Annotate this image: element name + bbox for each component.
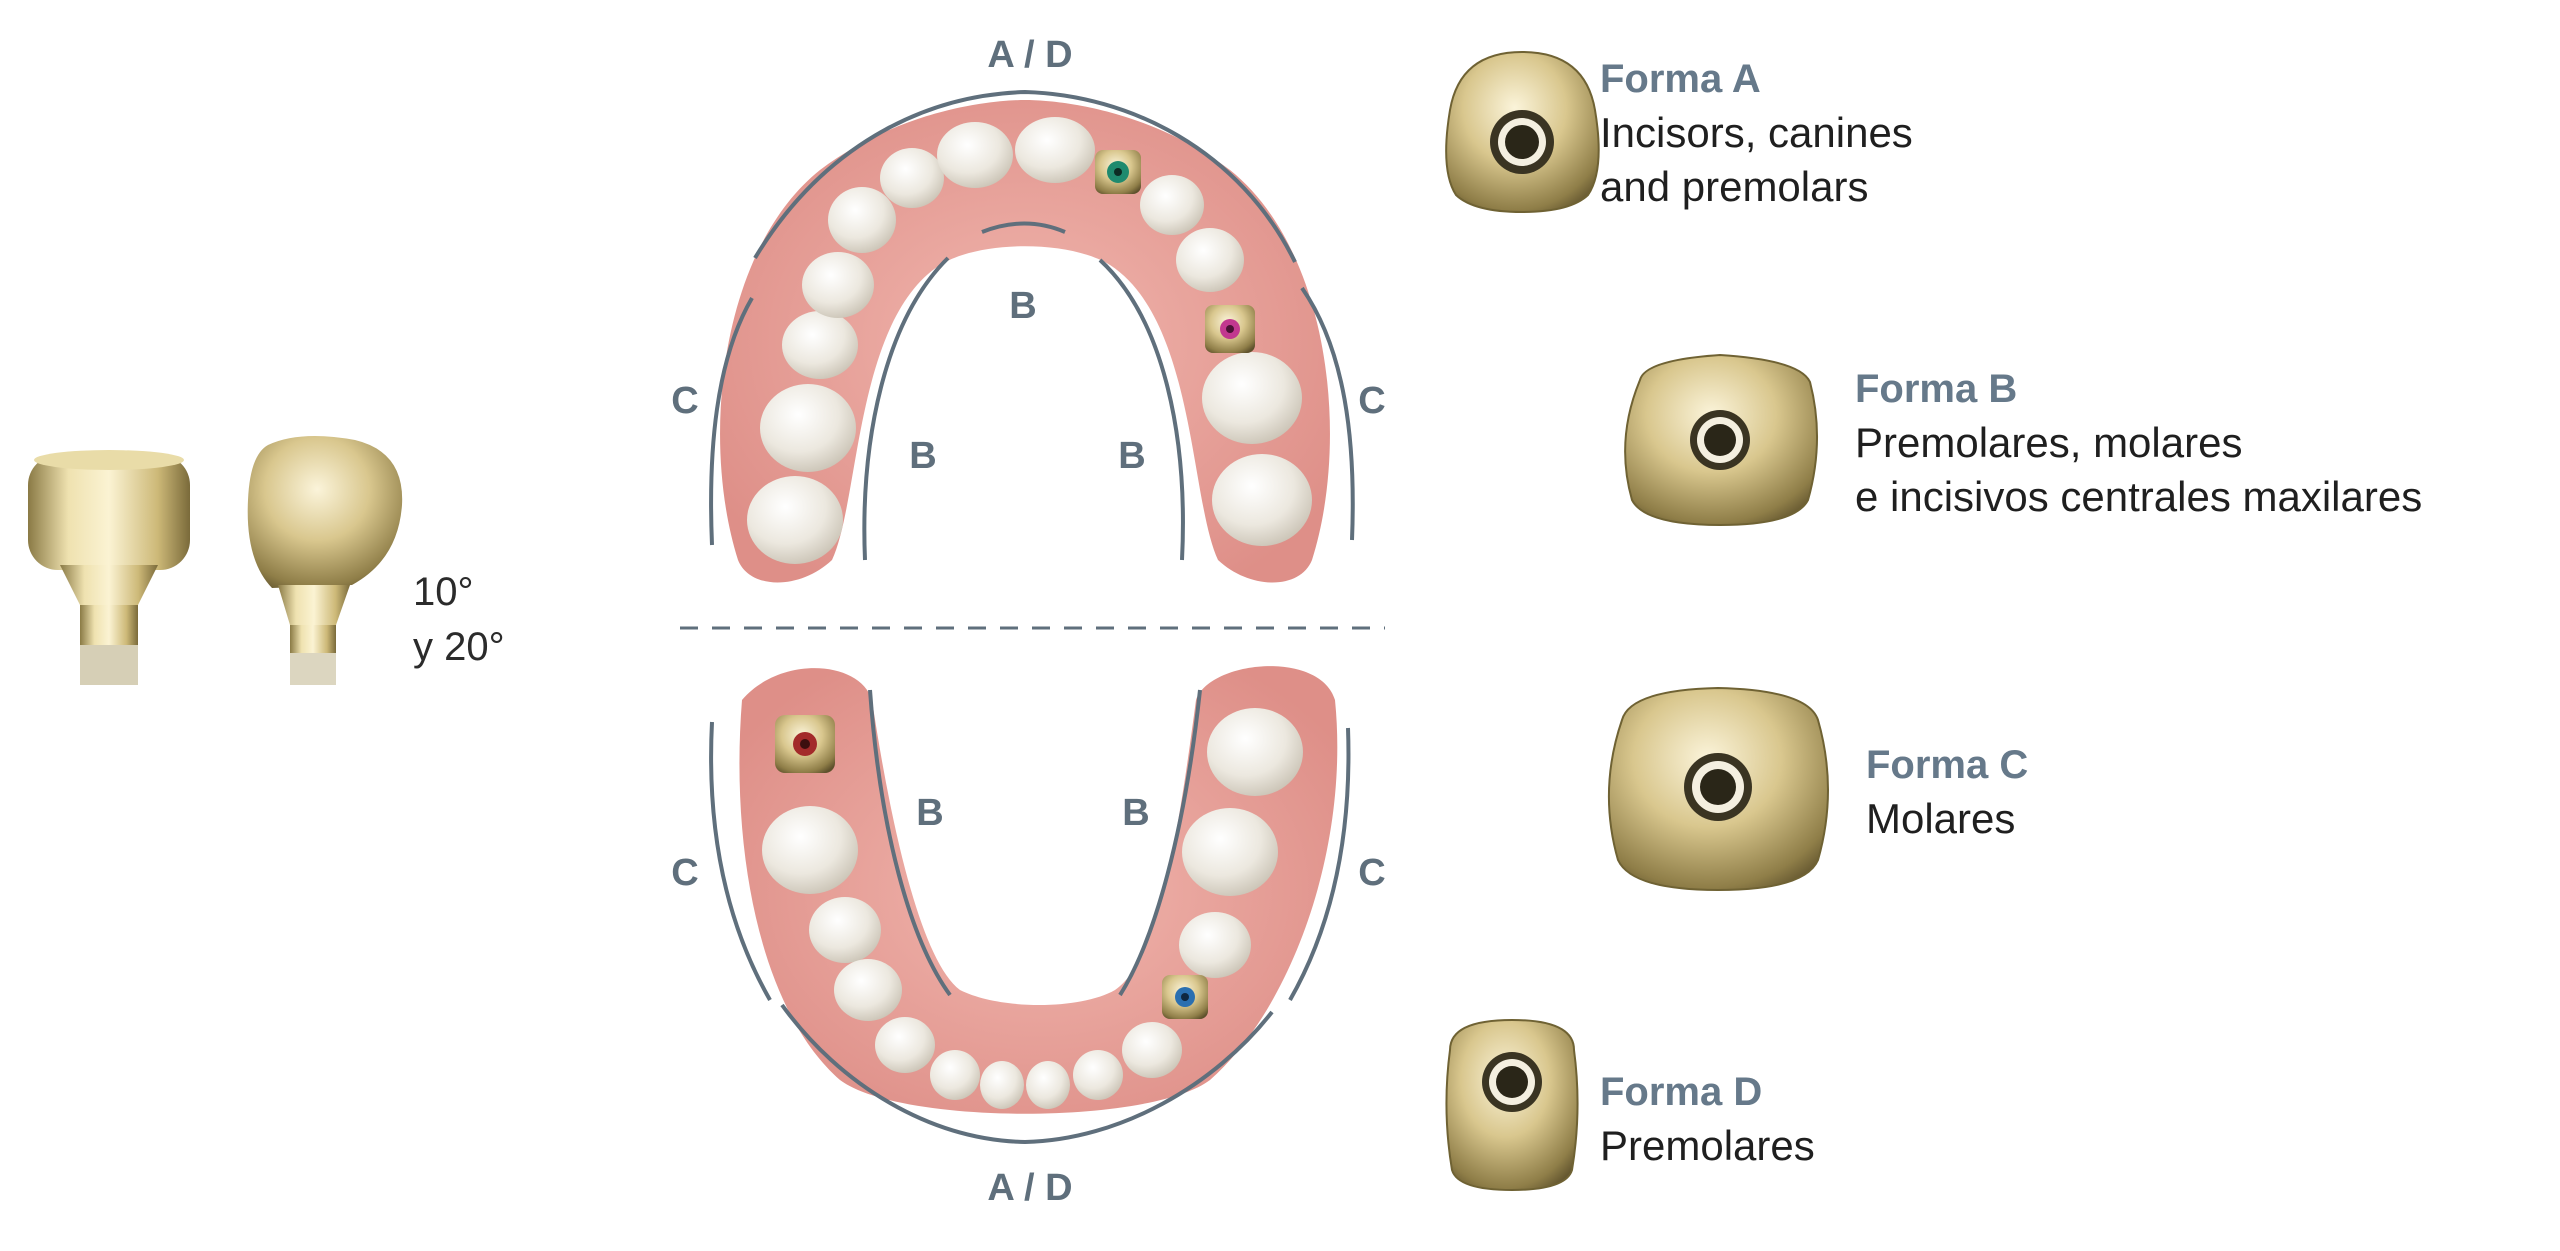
lower-label-b-left: B: [916, 792, 943, 834]
upper-arch: [720, 100, 1330, 583]
upper-label-b-left: B: [909, 435, 936, 477]
upper-teeth: [747, 117, 1312, 564]
lower-arc-b-right: [1118, 689, 1202, 997]
form-b-desc-line1: Premolares, molares: [1855, 419, 2243, 466]
form-a-shape: [1445, 50, 1600, 214]
lower-arc-c-right: [1288, 727, 1351, 1001]
form-d-shape: [1445, 1018, 1579, 1192]
upper-label-b-palate: B: [1009, 285, 1036, 327]
upper-label-c-left: C: [671, 380, 698, 422]
upper-label-b-right: B: [1118, 435, 1145, 477]
lower-label-c-left: C: [671, 852, 698, 894]
form-b-title: Forma B: [1855, 367, 2018, 411]
upper-marker-green: [1095, 150, 1141, 194]
lower-label-a-d: A / D: [987, 1167, 1072, 1209]
upper-arcs: [709, 89, 1355, 561]
lower-arch: [739, 666, 1338, 1114]
straight-abutment: [28, 450, 190, 685]
lower-arc-b-left: [868, 689, 952, 997]
lower-marker-red: [775, 715, 835, 773]
form-c-desc-line1: Molares: [1866, 795, 2016, 842]
form-a-title: Forma A: [1600, 57, 1761, 101]
upper-arc-a-d: [753, 89, 1297, 263]
form-b-desc-line2: e incisivos centrales maxilares: [1855, 473, 2423, 520]
lower-arc-c-left: [709, 721, 772, 1001]
upper-marker-pink: [1205, 305, 1255, 353]
upper-arc-b-right: [1098, 258, 1185, 561]
angle-line-2: y 20°: [413, 625, 505, 669]
upper-arc-c-left: [709, 296, 754, 546]
upper-arc-b-left: [862, 256, 950, 561]
upper-label-c-right: C: [1358, 380, 1385, 422]
lower-label-b-right: B: [1122, 792, 1149, 834]
lower-arc-a-d: [780, 1003, 1274, 1145]
form-d-title: Forma D: [1600, 1070, 1763, 1114]
upper-label-a-d: A / D: [987, 34, 1072, 76]
form-c-title: Forma C: [1866, 743, 2029, 787]
form-c-shape: [1607, 686, 1829, 892]
form-d-desc-line1: Premolares: [1600, 1122, 1815, 1169]
angled-abutment: [247, 436, 403, 685]
form-a-desc-line1: Incisors, canines: [1600, 109, 1913, 156]
lower-teeth: [762, 708, 1303, 1109]
upper-arc-b-palate: [981, 221, 1066, 234]
upper-arc-c-right: [1300, 286, 1355, 541]
form-b-shape: [1624, 353, 1819, 527]
lower-arcs: [709, 689, 1351, 1145]
lower-marker-blue: [1162, 975, 1208, 1019]
lower-label-c-right: C: [1358, 852, 1385, 894]
angle-line-1: 10°: [413, 570, 474, 614]
form-a-desc-line2: and premolars: [1600, 163, 1869, 210]
